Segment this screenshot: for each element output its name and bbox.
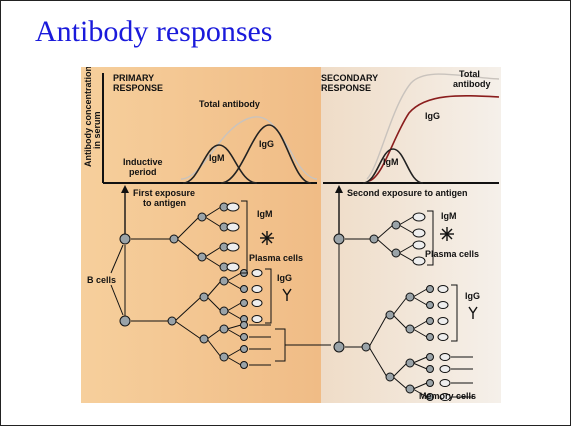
secondary-panel: [321, 67, 501, 403]
secondary-igg-curve: [368, 94, 500, 182]
y-axis-label-line1: Antibody concentration: [83, 67, 93, 167]
secondary-igm-curve: [362, 148, 424, 184]
total-antibody-secondary-line1: Total: [459, 69, 480, 79]
primary-igm-curve: [182, 144, 258, 184]
primary-igg-lineage: [131, 272, 242, 366]
primary-plasma-cells-label: Plasma cells: [249, 253, 303, 263]
memory-cell-arrows: [451, 356, 473, 398]
primary-igg-curve: [220, 124, 312, 184]
igg-curve-label-primary: IgG: [259, 139, 274, 149]
total-antibody-primary-label: Total antibody: [199, 99, 260, 109]
b-cells-pointer-up: [110, 244, 124, 274]
secondary-igm-label: IgM: [441, 211, 457, 221]
secondary-label-line2: RESPONSE: [321, 83, 371, 93]
primary-igg-bracket: [265, 268, 272, 324]
primary-label-line2: RESPONSE: [113, 83, 163, 93]
primary-panel: [81, 67, 321, 403]
y-axis-label-line2: in serum: [92, 111, 102, 149]
secondary-igm-bracket: [427, 210, 434, 266]
igm-pentamer-icon: [260, 231, 274, 245]
memory-cells-label: Memory cells: [419, 391, 476, 401]
b-cells-pointer-down: [110, 284, 124, 316]
first-exposure-arrowhead-up: [121, 185, 129, 193]
primary-igm-lineage: [131, 206, 222, 268]
secondary-igm-plasma-cells: [412, 212, 426, 266]
primary-igm-bracket: [241, 200, 248, 274]
inductive-period-line2: period: [129, 167, 157, 177]
primary-igm-plasma-cells: [226, 202, 240, 272]
secondary-igg-bracket: [451, 284, 458, 342]
secondary-igg-label: IgG: [465, 291, 480, 301]
first-exposure-line1: First exposure: [133, 188, 195, 198]
secondary-igm-lineage: [345, 216, 414, 262]
secondary-igg-plasma-cells: [437, 285, 449, 341]
secondary-total-curve: [366, 73, 500, 180]
primary-cells: [119, 202, 248, 369]
primary-to-secondary-memory: [249, 324, 331, 366]
igm-pentamer-icon-secondary: [440, 227, 454, 241]
primary-label-line1: PRIMARY: [113, 73, 154, 83]
igg-y-icon: [282, 288, 292, 301]
primary-igm-label: IgM: [257, 209, 273, 219]
total-antibody-secondary-line2: antibody: [453, 79, 491, 89]
primary-igg-label: IgG: [277, 273, 292, 283]
secondary-cells: [333, 220, 434, 401]
b-cells-label: B cells: [87, 275, 116, 285]
primary-igg-plasma-cells: [251, 269, 263, 323]
inductive-period-line1: Inductive: [123, 157, 163, 167]
secondary-plasma-cells-label: Plasma cells: [425, 249, 479, 259]
igg-curve-label-secondary: IgG: [425, 111, 440, 121]
second-exposure-arrowhead-up: [335, 185, 343, 193]
first-exposure-line2: to antigen: [143, 198, 186, 208]
igm-curve-label-secondary: IgM: [383, 157, 399, 167]
igm-curve-label-primary: IgM: [209, 153, 225, 163]
slide-title: Antibody responses: [35, 15, 273, 48]
secondary-igg-lineage: [345, 288, 428, 398]
igg-y-icon-secondary: [468, 306, 478, 319]
secondary-memory-cells: [439, 353, 451, 401]
primary-total-curve: [180, 116, 318, 180]
secondary-label-line1: SECONDARY: [321, 73, 378, 83]
second-exposure-label: Second exposure to antigen: [347, 188, 468, 198]
antibody-response-figure: Antibody concentration in serum PRIMARY …: [81, 66, 501, 403]
